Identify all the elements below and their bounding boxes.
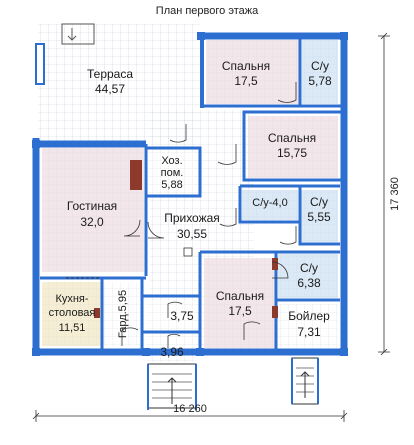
bath-4-area: 6,38 (297, 276, 321, 290)
bedroom-1-area: 17,5 (234, 74, 258, 88)
hall-area: 30,55 (177, 227, 207, 241)
porch-area: 3,96 (160, 345, 184, 359)
hall-name: Прихожая (164, 211, 220, 225)
terrace-name: Терраса (87, 67, 133, 81)
bedroom-2-area: 15,75 (277, 146, 307, 160)
bedroom-3-name: Спальня (216, 289, 264, 303)
boiler-area: 7,31 (297, 325, 321, 339)
bath-4-name: С/у (300, 261, 318, 275)
stairs-front (147, 363, 197, 410)
terrace-entry-box (61, 23, 95, 45)
height-dimension: 17 360 (389, 177, 401, 211)
width-dimension: 16 260 (173, 403, 207, 415)
chimneys (94, 160, 278, 318)
storage-name-1: Хоз. (161, 155, 182, 167)
kitchen-area: 11,51 (59, 322, 86, 334)
terrace-area-label: 44,57 (95, 82, 125, 96)
kitchen-name-2: столовая (49, 307, 96, 319)
living-area: 32,0 (80, 215, 104, 229)
bath-3-area: 5,55 (307, 210, 331, 224)
wardrobe-label: Гард.5,95 (117, 290, 129, 338)
storage-name-2: пом. (161, 167, 184, 179)
living-name: Гостиная (67, 199, 117, 213)
plan-title: План первого этажа (156, 5, 259, 17)
bedroom-1-name: Спальня (222, 59, 270, 73)
door-swings (121, 82, 297, 348)
storage-area: 5,88 (161, 179, 182, 191)
bath-1-name: С/у (311, 59, 329, 73)
bath-1-area: 5,78 (308, 74, 332, 88)
boiler-name: Бойлер (288, 309, 330, 323)
hall-marker-icon (183, 247, 193, 257)
bedroom-2-name: Спальня (268, 131, 316, 145)
vestibule-area: 3,75 (170, 309, 194, 323)
stairs-arrow-icon (167, 377, 177, 404)
dimension-lines (32, 32, 390, 422)
wall-corners (32, 32, 348, 356)
kitchen-name-1: Кухня- (55, 293, 88, 305)
stairs-arrow-icon-2 (300, 371, 310, 398)
bath-2-name: С/у-4,0 (252, 197, 287, 209)
bath-3-name: С/у (310, 195, 328, 209)
stairs-side (291, 357, 319, 405)
entry-arrow-icon (67, 28, 77, 41)
bedroom-3-area: 17,5 (228, 304, 252, 318)
terrace-rail-left (35, 43, 45, 85)
